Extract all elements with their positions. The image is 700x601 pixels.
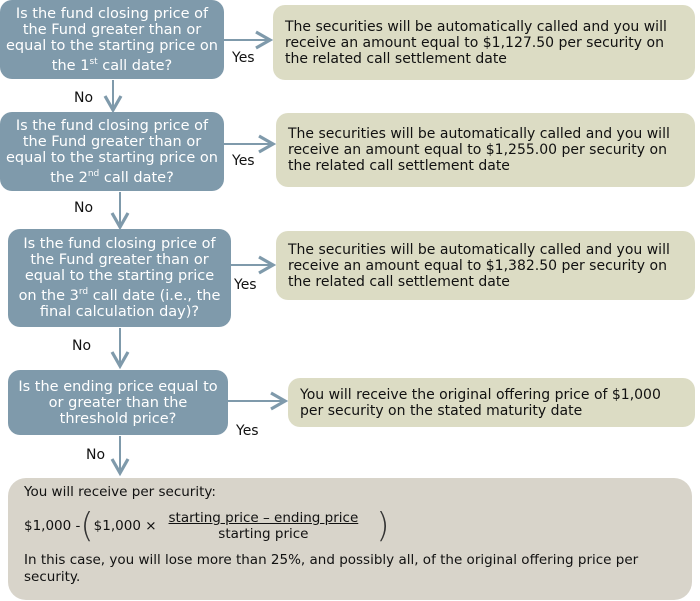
final-note: In this case, you will lose more than 25… [24, 552, 639, 585]
final-intro: You will receive per security: [24, 484, 216, 500]
answer-box-2: The securities will be automatically cal… [276, 113, 695, 187]
question-box-3: Is the fund closing price of the Fund gr… [8, 229, 231, 327]
yes-label-4: Yes [236, 423, 259, 439]
yes-label-1: Yes [232, 50, 255, 66]
answer-box-3: The securities will be automatically cal… [276, 231, 695, 300]
formula-inner: $1,000 × [93, 518, 157, 534]
final-outcome-box: You will receive per security: $1,000 - … [8, 478, 692, 600]
answer-box-4: You will receive the original offering p… [288, 378, 695, 427]
fraction-denominator: starting price [218, 526, 309, 542]
yes-label-3: Yes [234, 277, 257, 293]
no-label-1: No [74, 90, 94, 106]
left-paren: ( [80, 506, 94, 546]
formula-lead: $1,000 - [24, 518, 81, 534]
loss-formula: $1,000 - ( $1,000 × starting price – end… [24, 506, 676, 546]
formula-fraction: starting price – ending price starting p… [169, 510, 359, 542]
question-box-2: Is the fund closing price of the Fund gr… [0, 112, 224, 191]
fraction-numerator: starting price – ending price [168, 510, 359, 526]
question-box-4: Is the ending price equal to or greater … [8, 370, 228, 435]
question-box-1: Is the fund closing price of the Fund gr… [0, 0, 224, 79]
yes-label-2: Yes [232, 153, 255, 169]
no-label-3: No [72, 338, 92, 354]
right-paren: ) [376, 506, 390, 546]
answer-box-1: The securities will be automatically cal… [273, 5, 695, 80]
no-label-2: No [74, 200, 94, 216]
no-label-4: No [86, 447, 106, 463]
